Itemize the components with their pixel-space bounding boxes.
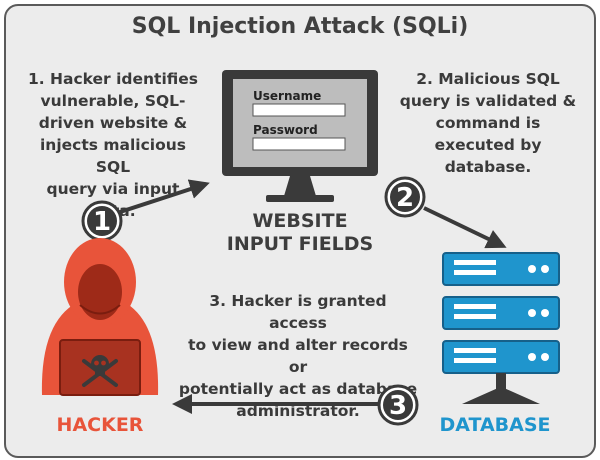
username-field (252, 103, 346, 117)
hacker-label: HACKER (56, 414, 144, 436)
skull-crossbones-icon (82, 355, 118, 387)
website-caption: WEBSITE INPUT FIELDS (210, 210, 390, 256)
database-label: DATABASE (439, 414, 551, 436)
arrow-hacker-to-website (119, 179, 210, 214)
step-3-line: to view and alter records or (188, 336, 408, 376)
step-1-line: vulnerable, SQL- (40, 92, 186, 110)
step-2-line: query is validated & (399, 92, 577, 110)
step-2-line: 2. Malicious SQL (416, 70, 560, 88)
password-field (252, 137, 346, 151)
hacker-icon (41, 238, 159, 396)
step-2-description: 2. Malicious SQL query is validated & co… (398, 68, 578, 178)
website-caption-line: WEBSITE (252, 210, 348, 232)
step-3-description: 3. Hacker is granted access to view and … (178, 290, 418, 422)
password-label: Password (253, 123, 318, 137)
monitor-icon: Username Password (222, 70, 378, 202)
step-3-line: potentially act as database (178, 380, 418, 398)
step-3-line: 3. Hacker is granted access (209, 292, 387, 332)
database-server-icon (442, 252, 560, 404)
step-1-number: 1 (93, 207, 111, 237)
step-1-line: driven website & (38, 114, 188, 132)
website-caption-line: INPUT FIELDS (226, 233, 374, 255)
step-3-badge: 3 (377, 384, 419, 426)
step-1-badge: 1 (81, 200, 123, 242)
step-3-number: 3 (389, 391, 407, 421)
step-3-line: administrator. (236, 402, 360, 420)
step-2-badge: 2 (384, 176, 426, 218)
arrow-website-to-database (423, 206, 507, 249)
username-label: Username (253, 89, 321, 103)
step-1-line: 1. Hacker identifies (27, 70, 199, 88)
step-2-line: database. (444, 158, 532, 176)
step-1-line: injects malicious SQL (39, 136, 187, 176)
step-2-line: executed by (434, 136, 542, 154)
diagram-title: SQL Injection Attack (SQLi) (131, 14, 469, 39)
step-2-line: command is (435, 114, 541, 132)
step-2-number: 2 (396, 183, 414, 213)
